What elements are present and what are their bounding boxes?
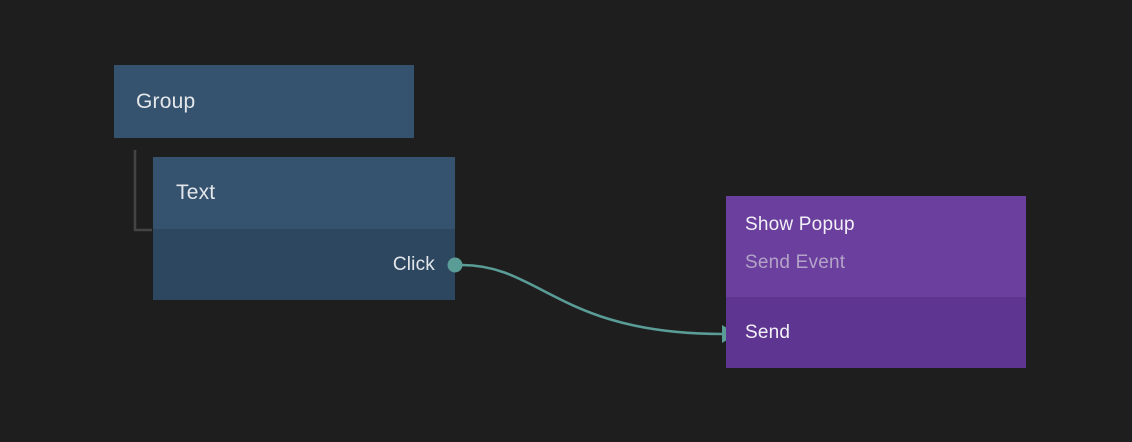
node-text-body[interactable]: Click (153, 229, 455, 300)
node-show-popup-subtitle: Send Event (745, 252, 846, 273)
port-label-send[interactable]: Send (745, 321, 791, 343)
port-label-click[interactable]: Click (392, 253, 435, 275)
node-text-header[interactable]: Text (153, 157, 455, 229)
port-dot-icon[interactable] (447, 257, 463, 273)
node-show-popup-body[interactable]: Send (726, 297, 1026, 368)
node-text-title: Text (176, 181, 216, 204)
node-show-popup-title: Show Popup (745, 214, 855, 235)
node-show-popup-header[interactable]: Show Popup Send Event (726, 196, 1026, 297)
node-show-popup[interactable]: Show Popup Send Event Send (726, 196, 1026, 368)
node-group-title: Group (136, 89, 196, 113)
node-text[interactable]: Text Click (153, 157, 455, 300)
node-group[interactable]: Group (114, 65, 414, 138)
